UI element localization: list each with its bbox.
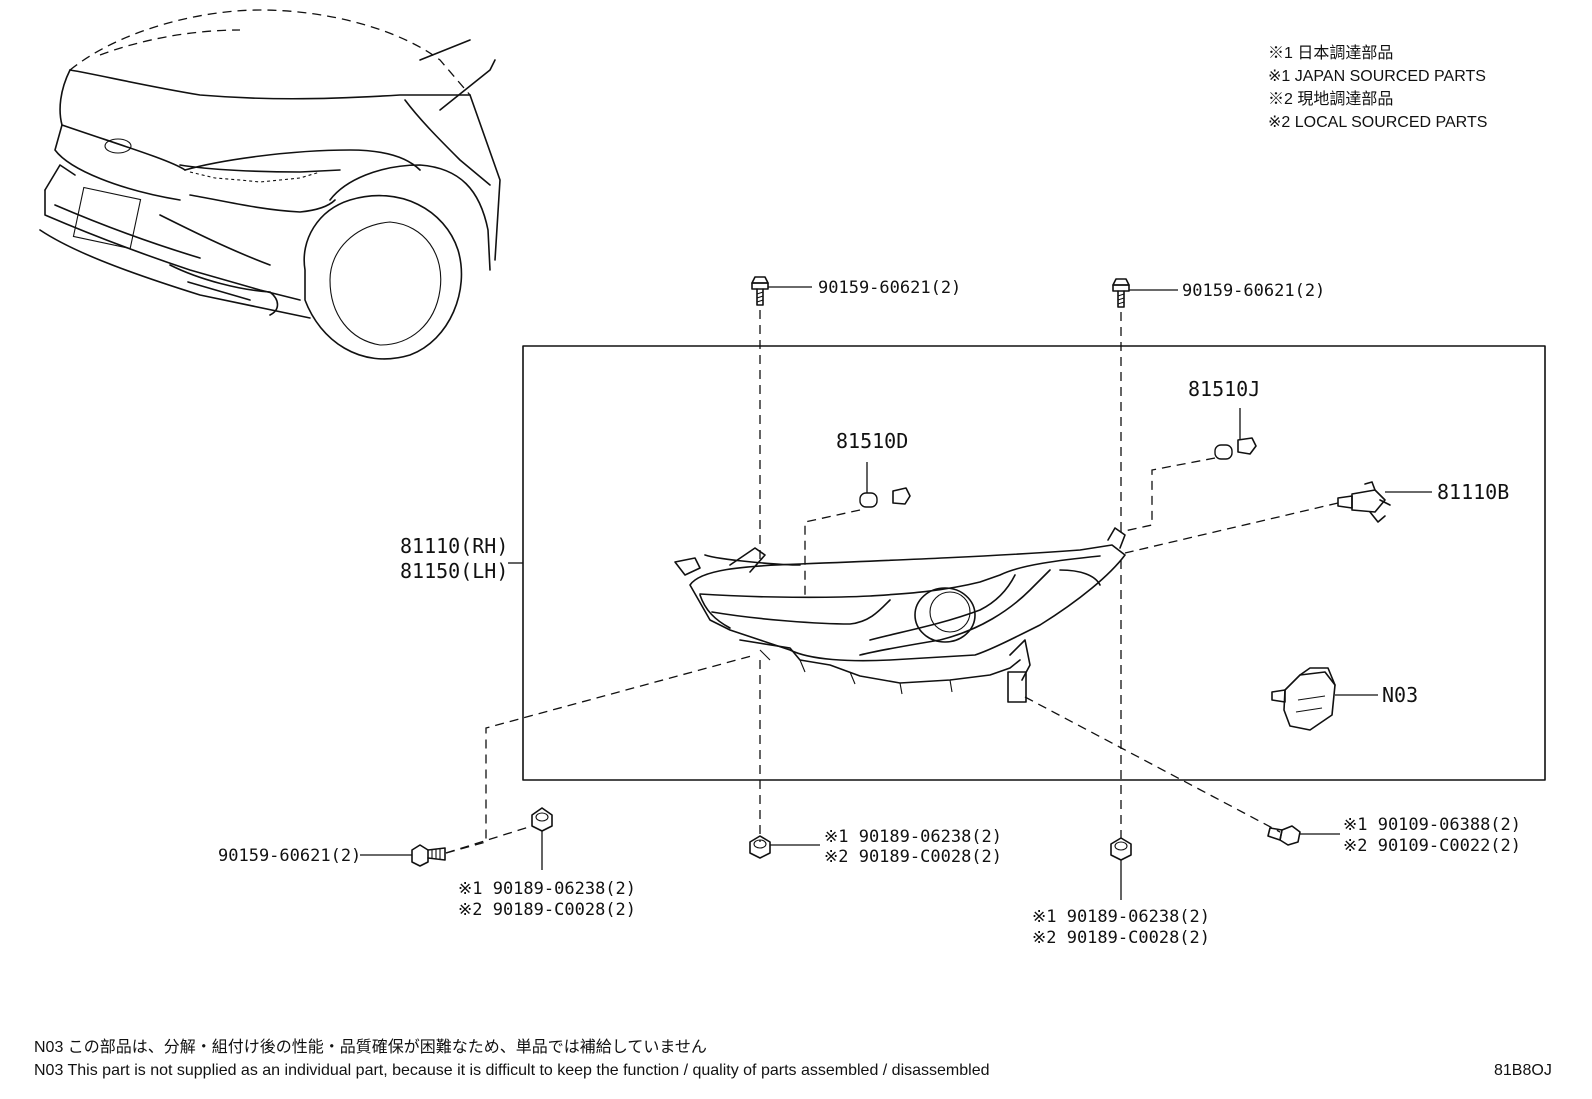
mount-tab — [1007, 671, 1027, 703]
vehicle-front-illustration — [39, 9, 501, 360]
legend-line-4: ※2 LOCAL SOURCED PARTS — [1268, 114, 1487, 131]
label-bolt-top-left: 90159-60621(2) — [818, 278, 961, 298]
footer-note-jp: N03 この部品は、分解・組付け後の性能・品質確保が困難なため、単品では補給して… — [34, 1038, 707, 1056]
bulb-right — [1119, 408, 1257, 533]
bulb-left — [804, 462, 911, 598]
screw-bottom-right — [1024, 696, 1340, 846]
diagram-code: 81B8OJ — [1494, 1062, 1552, 1079]
label-screw-right-1: ※1 90109-06388(2) — [1343, 815, 1521, 835]
label-motor: N03 — [1382, 683, 1418, 707]
legend-line-3: ※2 現地調達部品 — [1268, 90, 1393, 108]
socket-right — [1124, 481, 1432, 554]
label-bulb-left: 81510D — [836, 429, 908, 453]
label-bolt-top-right: 90159-60621(2) — [1182, 281, 1325, 301]
label-nut-left-2: ※2 90189-C0028(2) — [458, 900, 636, 920]
label-nut-left-1: ※1 90189-06238(2) — [458, 879, 636, 899]
label-headlamp-lh: 81150(LH) — [400, 559, 508, 583]
label-headlamp-rh: 81110(RH) — [400, 534, 508, 558]
legend: ※1 日本調達部品 ※1 JAPAN SOURCED PARTS ※2 現地調達… — [1268, 44, 1487, 131]
legend-line-2: ※1 JAPAN SOURCED PARTS — [1268, 68, 1486, 85]
leveling-motor — [1271, 667, 1378, 731]
nut-bottom-right — [1110, 837, 1132, 900]
headlamp-assembly — [674, 527, 1126, 703]
label-screw-right-2: ※2 90109-C0022(2) — [1343, 836, 1521, 856]
nut-bottom-left — [445, 807, 553, 870]
bolt-top-right — [1112, 278, 1130, 308]
label-nut-mid-2: ※2 90189-C0028(2) — [824, 847, 1002, 867]
label-bulb-right: 81510J — [1188, 377, 1260, 401]
label-nut-right-2: ※2 90189-C0028(2) — [1032, 928, 1210, 948]
bolt-top-left — [751, 276, 769, 306]
legend-line-1: ※1 日本調達部品 — [1268, 44, 1393, 62]
nut-bottom-middle — [749, 835, 820, 859]
label-bolt-bottom-left: 90159-60621(2) — [218, 846, 361, 866]
bolt-bottom-left — [360, 654, 756, 867]
footer-note-en: N03 This part is not supplied as an indi… — [34, 1062, 990, 1079]
label-nut-mid-1: ※1 90189-06238(2) — [824, 827, 1002, 847]
label-socket-right: 81110B — [1437, 480, 1509, 504]
label-nut-right-1: ※1 90189-06238(2) — [1032, 907, 1210, 927]
